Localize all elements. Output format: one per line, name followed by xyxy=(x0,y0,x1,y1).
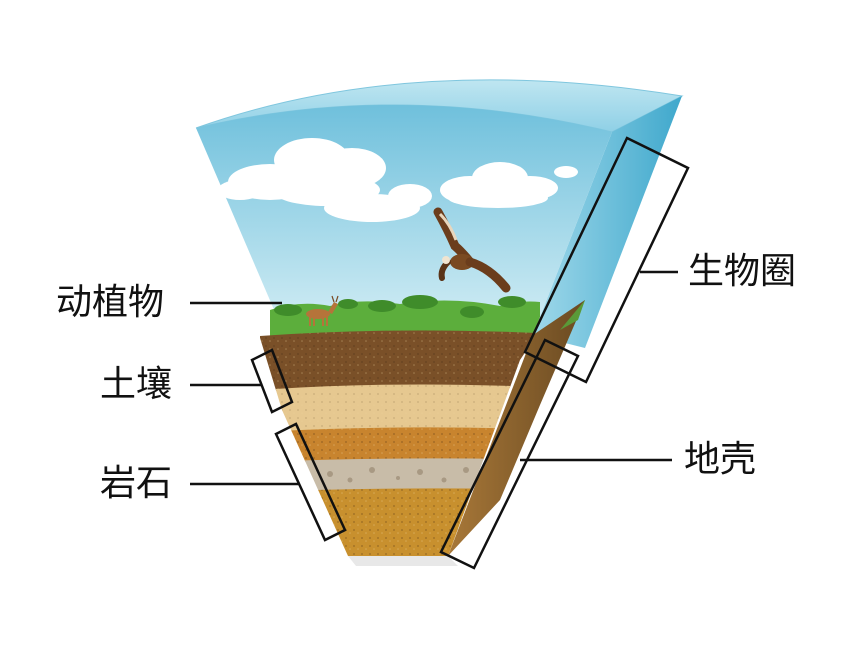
deer-icon xyxy=(306,295,339,326)
right-side-face xyxy=(533,96,682,348)
label-soil: 土壤 xyxy=(100,364,173,405)
cloud-left xyxy=(218,138,432,222)
biosphere-bracket xyxy=(523,136,690,384)
label-rock: 岩石 xyxy=(100,463,173,504)
eagle-icon xyxy=(433,207,511,293)
crust-bracket xyxy=(439,338,580,570)
label-crust: 地壳 xyxy=(684,439,757,480)
label-biosphere: 生物圈 xyxy=(688,251,797,292)
rock-bracket xyxy=(274,422,347,542)
label-plants-animals: 动植物 xyxy=(56,282,165,323)
soil-bracket xyxy=(250,348,294,414)
cloud-right xyxy=(440,162,558,208)
